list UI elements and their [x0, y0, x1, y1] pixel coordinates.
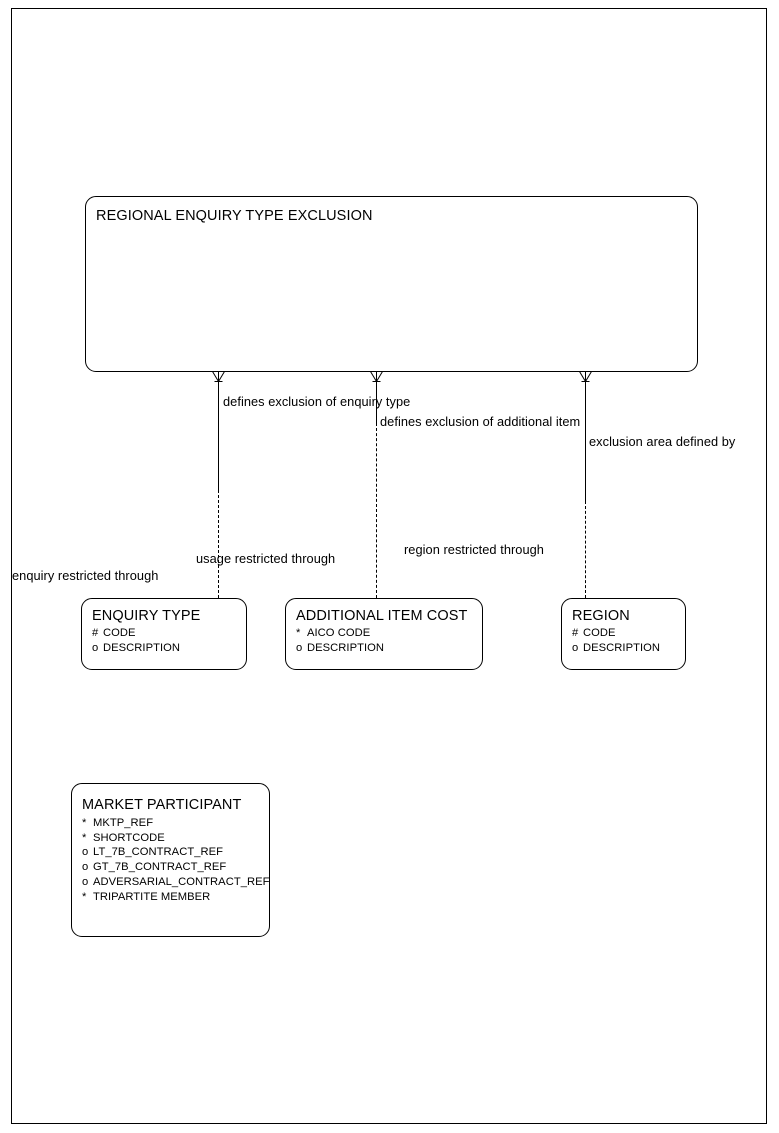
- relationship-label-enquiry-restricted-through: enquiry restricted through: [12, 568, 159, 583]
- attribute-marker: *: [82, 831, 87, 844]
- attribute-marker: *: [82, 890, 87, 903]
- attribute-marker: o: [296, 641, 303, 654]
- attribute-list: # CODE o DESCRIPTION: [572, 626, 660, 655]
- relationship-line-additional-item-dashed: [376, 423, 377, 598]
- attribute-row: o ADVERSARIAL_CONTRACT_REF: [82, 875, 270, 890]
- attribute-marker: o: [82, 846, 89, 859]
- attribute-name: SHORTCODE: [93, 831, 165, 844]
- attribute-name: CODE: [103, 627, 136, 639]
- entity-additional-item-cost[interactable]: ADDITIONAL ITEM COST * AICO CODE o DESCRIP…: [285, 598, 483, 670]
- attribute-marker: o: [82, 875, 89, 888]
- attribute-name: DESCRIPTION: [103, 641, 181, 654]
- relationship-line-region-solid: [585, 384, 586, 501]
- attribute-row: o DESCRIPTION: [572, 641, 660, 656]
- attribute-marker: o: [82, 861, 89, 874]
- relationship-line-region-dashed: [585, 501, 586, 598]
- attribute-marker: o: [572, 641, 579, 654]
- attribute-row: o GT_7B_CONTRACT_REF: [82, 860, 269, 875]
- attribute-row: # CODE: [92, 626, 180, 641]
- relationship-line-additional-item-solid: [376, 384, 377, 423]
- entity-enquiry-type[interactable]: ENQUIRY TYPE # CODE o DESCRIPTION: [81, 598, 247, 670]
- entity-market-participant[interactable]: MARKET PARTICIPANT * MKTP_REF * SHORTCODE …: [71, 783, 270, 937]
- page-border: [11, 8, 767, 1124]
- relationship-label-region-restricted-through: region restricted through: [404, 542, 544, 557]
- attribute-list: * MKTP_REF * SHORTCODE o LT_7B_CONTRACT_REF…: [82, 816, 270, 905]
- relationship-line-enquiry-type-dashed: [218, 490, 219, 598]
- attribute-name: MKTP_REF: [93, 817, 154, 829]
- entity-title: REGIONAL ENQUIRY TYPE EXCLUSION: [96, 208, 373, 224]
- attribute-name: LT_7B_CONTRACT_REF: [93, 846, 223, 859]
- crowfoot-enquiry-type: [211, 371, 226, 385]
- attribute-list: * AICO CODE o DESCRIPTION: [296, 626, 384, 655]
- attribute-name: AICO CODE: [307, 627, 371, 639]
- attribute-row: * MKTP_REF: [82, 816, 269, 831]
- relationship-label-usage-restricted-through: usage restricted through: [196, 551, 336, 566]
- attribute-row: * AICO CODE: [296, 626, 384, 641]
- entity-title: REGION: [572, 608, 630, 624]
- attribute-list: # CODE o DESCRIPTION: [92, 626, 180, 655]
- attribute-name: TRIPARTITE MEMBER: [93, 890, 211, 903]
- entity-regional-enquiry-type-exclusion[interactable]: REGIONAL ENQUIRY TYPE EXCLUSION: [85, 196, 698, 372]
- attribute-marker: #: [92, 627, 99, 639]
- attribute-marker: o: [92, 641, 99, 654]
- attribute-name: GT_7B_CONTRACT_REF: [93, 861, 227, 874]
- attribute-row: o LT_7B_CONTRACT_REF: [82, 845, 269, 860]
- attribute-marker: #: [572, 627, 579, 639]
- relationship-line-enquiry-type-solid: [218, 384, 219, 490]
- relationship-label-defines-exclusion-of-additional-item: defines exclusion of additional item: [380, 414, 581, 429]
- attribute-name: DESCRIPTION: [583, 641, 661, 654]
- entity-region[interactable]: REGION # CODE o DESCRIPTION: [561, 598, 686, 670]
- entity-title: ADDITIONAL ITEM COST: [296, 608, 468, 624]
- attribute-marker: *: [82, 817, 87, 829]
- entity-title: ENQUIRY TYPE: [92, 608, 201, 624]
- attribute-row: o DESCRIPTION: [296, 641, 384, 656]
- attribute-row: o DESCRIPTION: [92, 641, 180, 656]
- attribute-name: ADVERSARIAL_CONTRACT_REF: [93, 875, 270, 888]
- crowfoot-additional-item-cost: [369, 371, 384, 385]
- relationship-label-defines-exclusion-of-enquiry-type: defines exclusion of enquiry type: [223, 394, 411, 409]
- attribute-name: DESCRIPTION: [307, 641, 385, 654]
- attribute-marker: *: [296, 627, 301, 639]
- entity-title: MARKET PARTICIPANT: [82, 797, 242, 813]
- attribute-row: # CODE: [572, 626, 660, 641]
- attribute-row: * TRIPARTITE MEMBER: [82, 890, 269, 905]
- crowfoot-region: [578, 371, 593, 385]
- relationship-label-exclusion-area-defined-by: exclusion area defined by: [589, 434, 736, 449]
- attribute-row: * SHORTCODE: [82, 831, 269, 846]
- attribute-name: CODE: [583, 627, 616, 639]
